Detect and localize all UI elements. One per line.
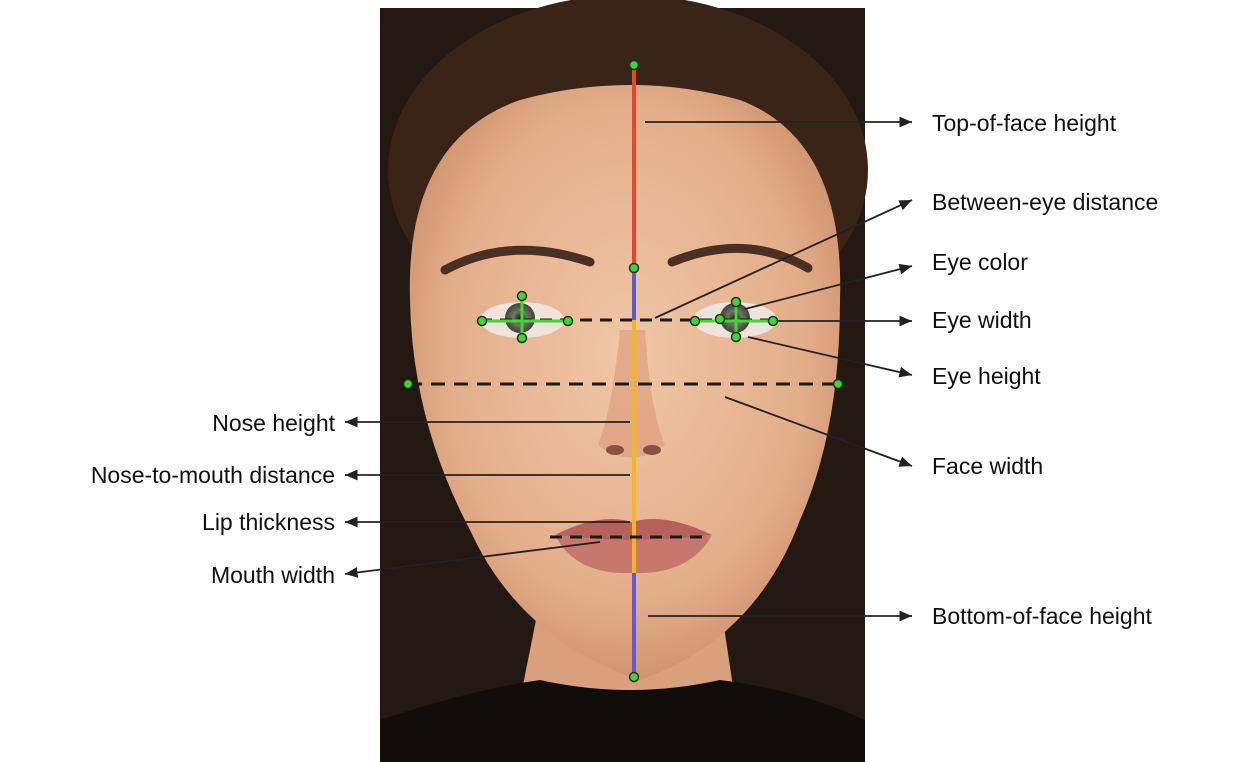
label-eye-height: Eye height <box>932 362 1041 390</box>
label-nose-to-mouth-distance: Nose-to-mouth distance <box>91 461 335 489</box>
landmark-point <box>564 317 573 326</box>
landmark-point <box>404 380 413 389</box>
landmark-point <box>834 380 843 389</box>
label-bottom-of-face-height: Bottom-of-face height <box>932 602 1152 630</box>
landmark-point <box>478 317 487 326</box>
label-eye-width: Eye width <box>932 306 1032 334</box>
landmark-point <box>518 334 527 343</box>
label-mouth-width: Mouth width <box>211 561 335 589</box>
landmark-point <box>630 673 639 682</box>
left-iris <box>505 303 535 333</box>
landmark-point <box>630 264 639 273</box>
label-face-width: Face width <box>932 452 1043 480</box>
landmark-point <box>691 317 700 326</box>
label-nose-height: Nose height <box>212 409 335 437</box>
label-eye-color: Eye color <box>932 248 1028 276</box>
landmark-point <box>769 317 778 326</box>
landmark-point <box>518 292 527 301</box>
left-nostril <box>606 445 624 455</box>
landmark-point <box>630 61 639 70</box>
portrait-photo <box>380 0 868 762</box>
label-top-of-face-height: Top-of-face height <box>932 109 1116 137</box>
landmark-point <box>732 333 741 342</box>
label-lip-thickness: Lip thickness <box>202 508 335 536</box>
right-nostril <box>643 445 661 455</box>
landmark-point <box>732 298 741 307</box>
landmark-point <box>716 315 725 324</box>
label-between-eye-distance: Between-eye distance <box>932 188 1158 216</box>
